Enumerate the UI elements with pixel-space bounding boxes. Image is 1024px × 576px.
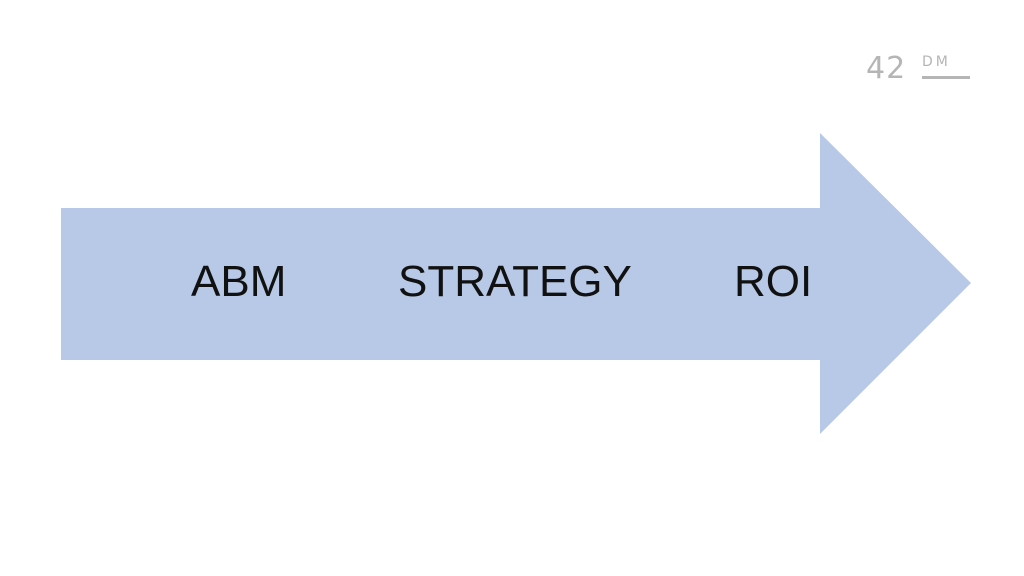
stage-label-strategy: STRATEGY [398,257,632,306]
logo-underline [922,76,970,79]
arrow-body [61,133,971,434]
stage-label-roi: ROI [734,257,813,306]
logo-letters: DM [922,54,951,70]
logo-number: 42 [866,51,907,86]
stage-label-abm: ABM [191,257,287,306]
company-logo: 42 DM [866,54,972,84]
